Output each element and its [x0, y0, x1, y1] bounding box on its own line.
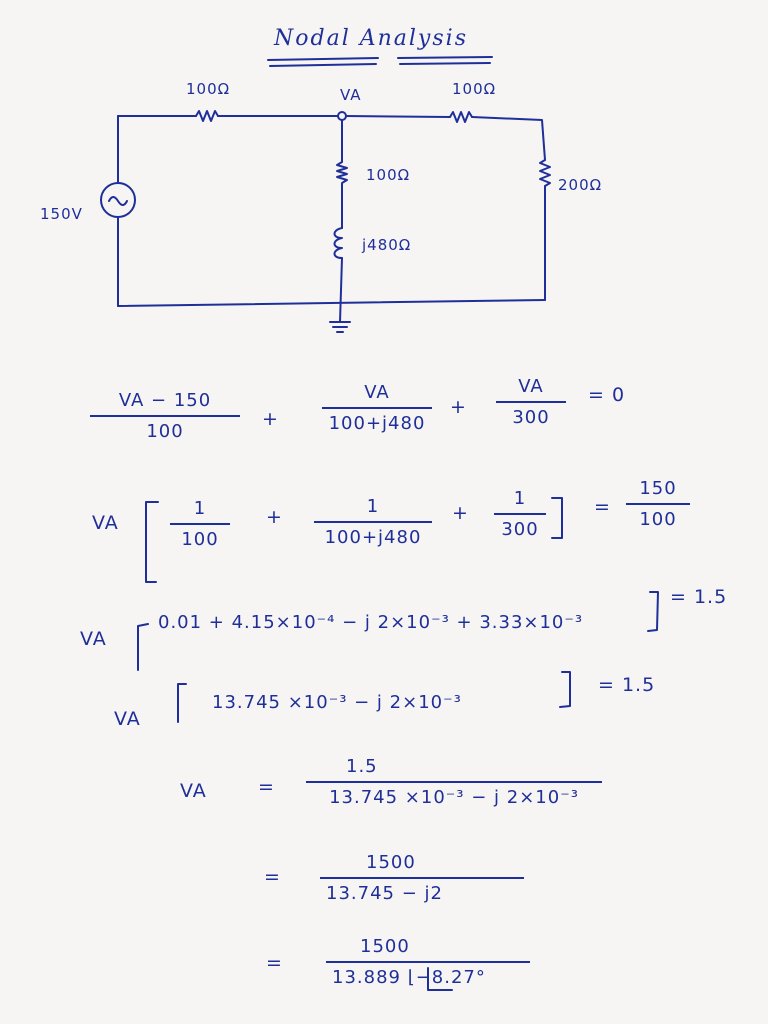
- eq2-term1: 1 100: [170, 498, 230, 550]
- eq1-term3: VA 300: [496, 376, 566, 428]
- label-source: 150V: [40, 205, 83, 223]
- eq1-term2: VA 100+j480: [322, 382, 432, 434]
- eq1-plus1: +: [262, 408, 279, 430]
- circuit-diagram: [100, 56, 551, 333]
- eq4-lead: VA: [114, 708, 141, 730]
- label-r-right: 100Ω: [452, 80, 497, 98]
- eq4-bracket-left: [177, 683, 187, 723]
- title-underline-4: [399, 62, 491, 65]
- eq7-eq: =: [266, 952, 283, 974]
- eq7-fraction: 1500 13.889 ⌊−8.27°: [326, 936, 530, 988]
- eq2-rhs-eq: =: [594, 496, 611, 518]
- eq2-term2: 1 100+j480: [314, 496, 432, 548]
- eq4-body: 13.745 ×10⁻³ − j 2×10⁻³: [212, 692, 462, 713]
- eq2-rhs: 150 100: [626, 478, 690, 530]
- eq1-plus2: +: [450, 396, 467, 418]
- title-underline-3: [397, 56, 493, 59]
- eq4-bracket-right: [559, 671, 571, 708]
- resistor-right: [449, 111, 473, 123]
- eq6-eq: =: [264, 866, 281, 888]
- eq5-fraction: 1.5 13.745 ×10⁻³ − j 2×10⁻³: [306, 756, 602, 808]
- resistor-far: [539, 159, 551, 187]
- resistor-mid: [336, 161, 348, 184]
- title-underline-2: [269, 63, 377, 67]
- eq3-rhs: = 1.5: [670, 586, 728, 608]
- page-title: Nodal Analysis: [274, 26, 468, 51]
- eq3-body: 0.01 + 4.15×10⁻⁴ − j 2×10⁻³ + 3.33×10⁻³: [158, 612, 584, 633]
- eq2-lead: VA: [92, 512, 119, 534]
- eq5-lead: VA: [180, 780, 207, 802]
- eq3-bracket-left: [137, 623, 149, 671]
- eq3-lead: VA: [80, 628, 107, 650]
- eq2-bracket-left: [145, 501, 159, 583]
- eq3-bracket-right: [647, 591, 659, 632]
- eq2-term3: 1 300: [494, 488, 546, 540]
- label-inductor: j480Ω: [362, 236, 412, 254]
- title-underline-1: [267, 57, 379, 61]
- label-r-left: 100Ω: [186, 80, 231, 98]
- resistor-left: [195, 110, 219, 122]
- label-r-far: 200Ω: [558, 176, 603, 194]
- eq4-rhs: = 1.5: [598, 674, 656, 696]
- eq1-term1: VA − 150 100: [90, 390, 240, 442]
- eq5-eq: =: [258, 776, 275, 798]
- label-node-va: VA: [340, 86, 362, 104]
- eq2-plus1: +: [266, 506, 283, 528]
- eq1-rhs: = 0: [588, 384, 626, 406]
- eq2-plus2: +: [452, 502, 469, 524]
- eq6-fraction: 1500 13.745 − j2: [320, 852, 524, 904]
- eq2-bracket-right: [551, 497, 563, 539]
- angle-symbol: [427, 967, 453, 991]
- label-r-mid: 100Ω: [366, 166, 411, 184]
- inductor: [333, 227, 343, 259]
